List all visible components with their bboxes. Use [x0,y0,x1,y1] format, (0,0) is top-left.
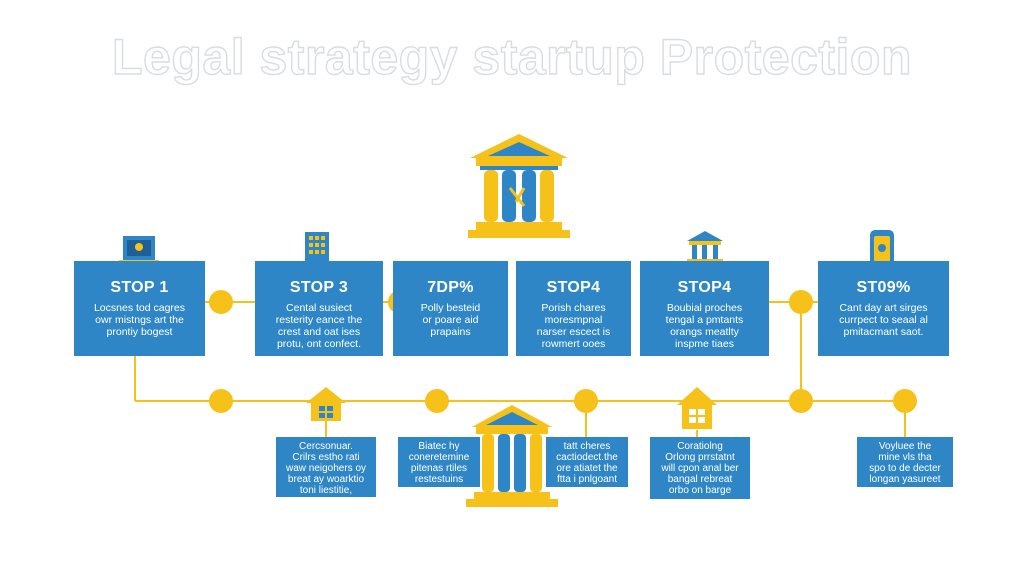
step-heading: 7DP% [427,279,474,296]
bank-icon [687,231,723,263]
connector-dot [789,290,813,314]
step-box-1: STOP 1 Locsnes tod cagres owr mistngs ar… [74,261,205,356]
detail-box-1: Cercsonuar. Crilrs estho rati waw neigoh… [276,437,376,497]
detail-box-2: Biatec hy coneretemine pitenas rtiles re… [398,437,480,487]
step-heading: ST09% [856,279,911,296]
step-box-3: 7DP% Polly besteid or poare aid prapains [393,261,508,356]
connector-dot [209,389,233,413]
step-box-2: STOP 3 Cental susiect resterity eance th… [255,261,383,356]
step-box-4: STOP4 Porish chares moresmpnal narser es… [516,261,631,356]
house-icon [306,387,346,421]
step-text: Polly besteid or poare aid prapains [420,302,481,338]
building-icon [303,232,331,264]
step-heading: STOP 3 [289,279,349,296]
step-box-5: STOP4 Boubial proches tengal a pmtants o… [640,261,769,356]
detail-box-3: tatt cheres cactiodect.the ore atiatet t… [546,437,628,487]
step-text: Cant day art sirges currpect to seaal al… [839,302,928,338]
step-heading: STOP4 [677,279,732,296]
house-window-icon [677,387,717,429]
step-text: Locsnes tod cagres owr mistngs art the p… [93,302,186,338]
detail-box-4: Coratiolng Orlong prrstatnt will cpon an… [650,437,750,499]
phone-icon [870,230,894,268]
courthouse-icon [466,405,558,507]
connector-dot [789,389,813,413]
step-text: Porish chares moresmpnal narser escect i… [536,302,611,350]
step-text: Cental susiect resterity eance the crest… [275,302,363,350]
step-text: Boubial proches tengal a pmtants orangs … [665,302,744,350]
connector-dot [893,389,917,413]
connector-dot [425,389,449,413]
connector-dot [209,290,233,314]
connector-dot [574,389,598,413]
courthouse-icon [468,134,570,238]
page-title: Legal strategy startup Protection [111,28,912,85]
detail-box-5: Voyluee the mine vls tha spo to de decte… [857,437,953,487]
step-heading: STOP 1 [110,279,169,296]
step-heading: STOP4 [546,279,601,296]
step-box-6: ST09% Cant day art sirges currpect to se… [818,261,949,356]
